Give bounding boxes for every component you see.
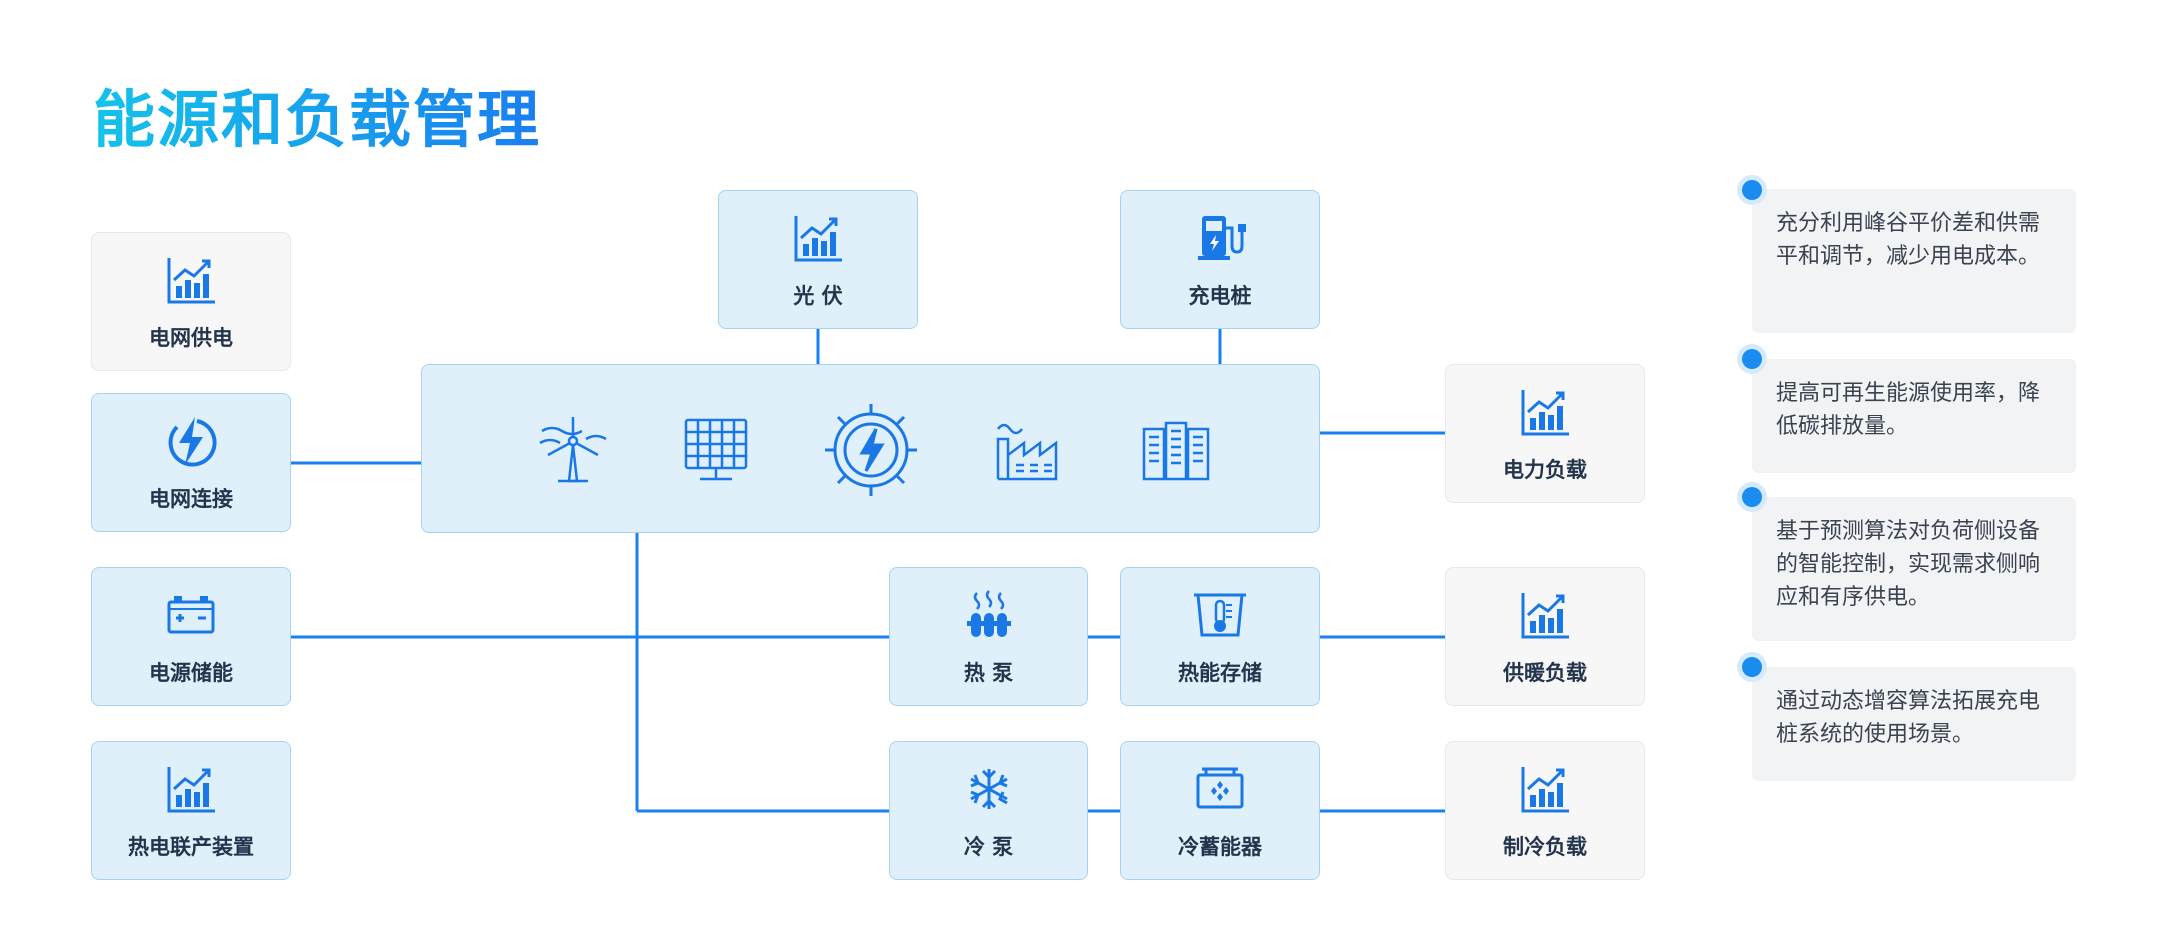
bar-chart-icon (163, 761, 219, 817)
charging-pile-node: 充电桩 (1120, 190, 1320, 329)
factory-icon (996, 423, 1058, 481)
bar-chart-icon (1517, 587, 1573, 643)
power-storage-node: 电源储能 (91, 567, 291, 706)
bullet-dot (1742, 487, 1762, 507)
pv-node: 光 伏 (718, 190, 918, 329)
cooling-load-label: 制冷负载 (1503, 834, 1587, 859)
page-title: 能源和负载管理 (93, 80, 541, 160)
grid-connect-node: 电网连接 (91, 393, 291, 532)
charging-station-icon (1198, 215, 1246, 260)
heat-pump-node: 热 泵 (889, 567, 1088, 706)
bar-chart-icon (1517, 384, 1573, 440)
bullet-dot (1742, 180, 1762, 200)
power-load-node: 电力负载 (1445, 364, 1645, 503)
grid-connect-label: 电网连接 (149, 486, 233, 511)
bullet-dot (1742, 349, 1762, 369)
grid-supply-node: 电网供电 (91, 232, 291, 371)
cooling-load-node: 制冷负载 (1445, 741, 1645, 880)
power-storage-label: 电源储能 (149, 660, 233, 685)
cold-storage-node: 冷蓄能器 (1120, 741, 1320, 880)
energy-gear-icon (825, 404, 917, 496)
cold-storage-label: 冷蓄能器 (1178, 834, 1262, 859)
grid-supply-label: 电网供电 (149, 325, 233, 350)
buildings-icon (1142, 421, 1210, 481)
heating-load-label: 供暖负载 (1503, 660, 1587, 685)
energy-hub (421, 364, 1320, 533)
note-card: 基于预测算法对负荷侧设备的智能控制，实现需求侧响应和有序供电。 (1752, 497, 2076, 641)
cold-pump-label: 冷 泵 (963, 834, 1014, 859)
bar-chart-icon (163, 252, 219, 308)
wind-turbine-icon (539, 417, 607, 483)
note-card: 充分利用峰谷平价差和供需平和调节，减少用电成本。 (1752, 189, 2076, 333)
bullet-dot (1742, 657, 1762, 677)
snowflake-icon (969, 768, 1008, 809)
lightning-icon (168, 416, 217, 467)
bar-chart-icon (790, 210, 846, 266)
chp-label: 热电联产装置 (128, 834, 254, 859)
bar-chart-icon (1517, 761, 1573, 817)
heat-pump-icon (966, 589, 1011, 637)
note-card: 提高可再生能源使用率，降低碳排放量。 (1752, 359, 2076, 473)
cold-pump-node: 冷 泵 (889, 741, 1088, 880)
heat-storage-label: 热能存储 (1178, 660, 1262, 685)
thermometer-icon (1194, 593, 1246, 636)
battery-icon (167, 595, 215, 633)
solar-panel-icon (684, 418, 748, 481)
heat-pump-label: 热 泵 (963, 660, 1014, 685)
cold-storage-icon (1196, 767, 1244, 808)
heating-load-node: 供暖负载 (1445, 567, 1645, 706)
note-card: 通过动态增容算法拓展充电桩系统的使用场景。 (1752, 667, 2076, 781)
chp-node: 热电联产装置 (91, 741, 291, 880)
power-load-label: 电力负载 (1503, 457, 1587, 482)
charging-pile-label: 充电桩 (1188, 283, 1252, 308)
pv-label: 光 伏 (793, 283, 843, 308)
heat-storage-node: 热能存储 (1120, 567, 1320, 706)
